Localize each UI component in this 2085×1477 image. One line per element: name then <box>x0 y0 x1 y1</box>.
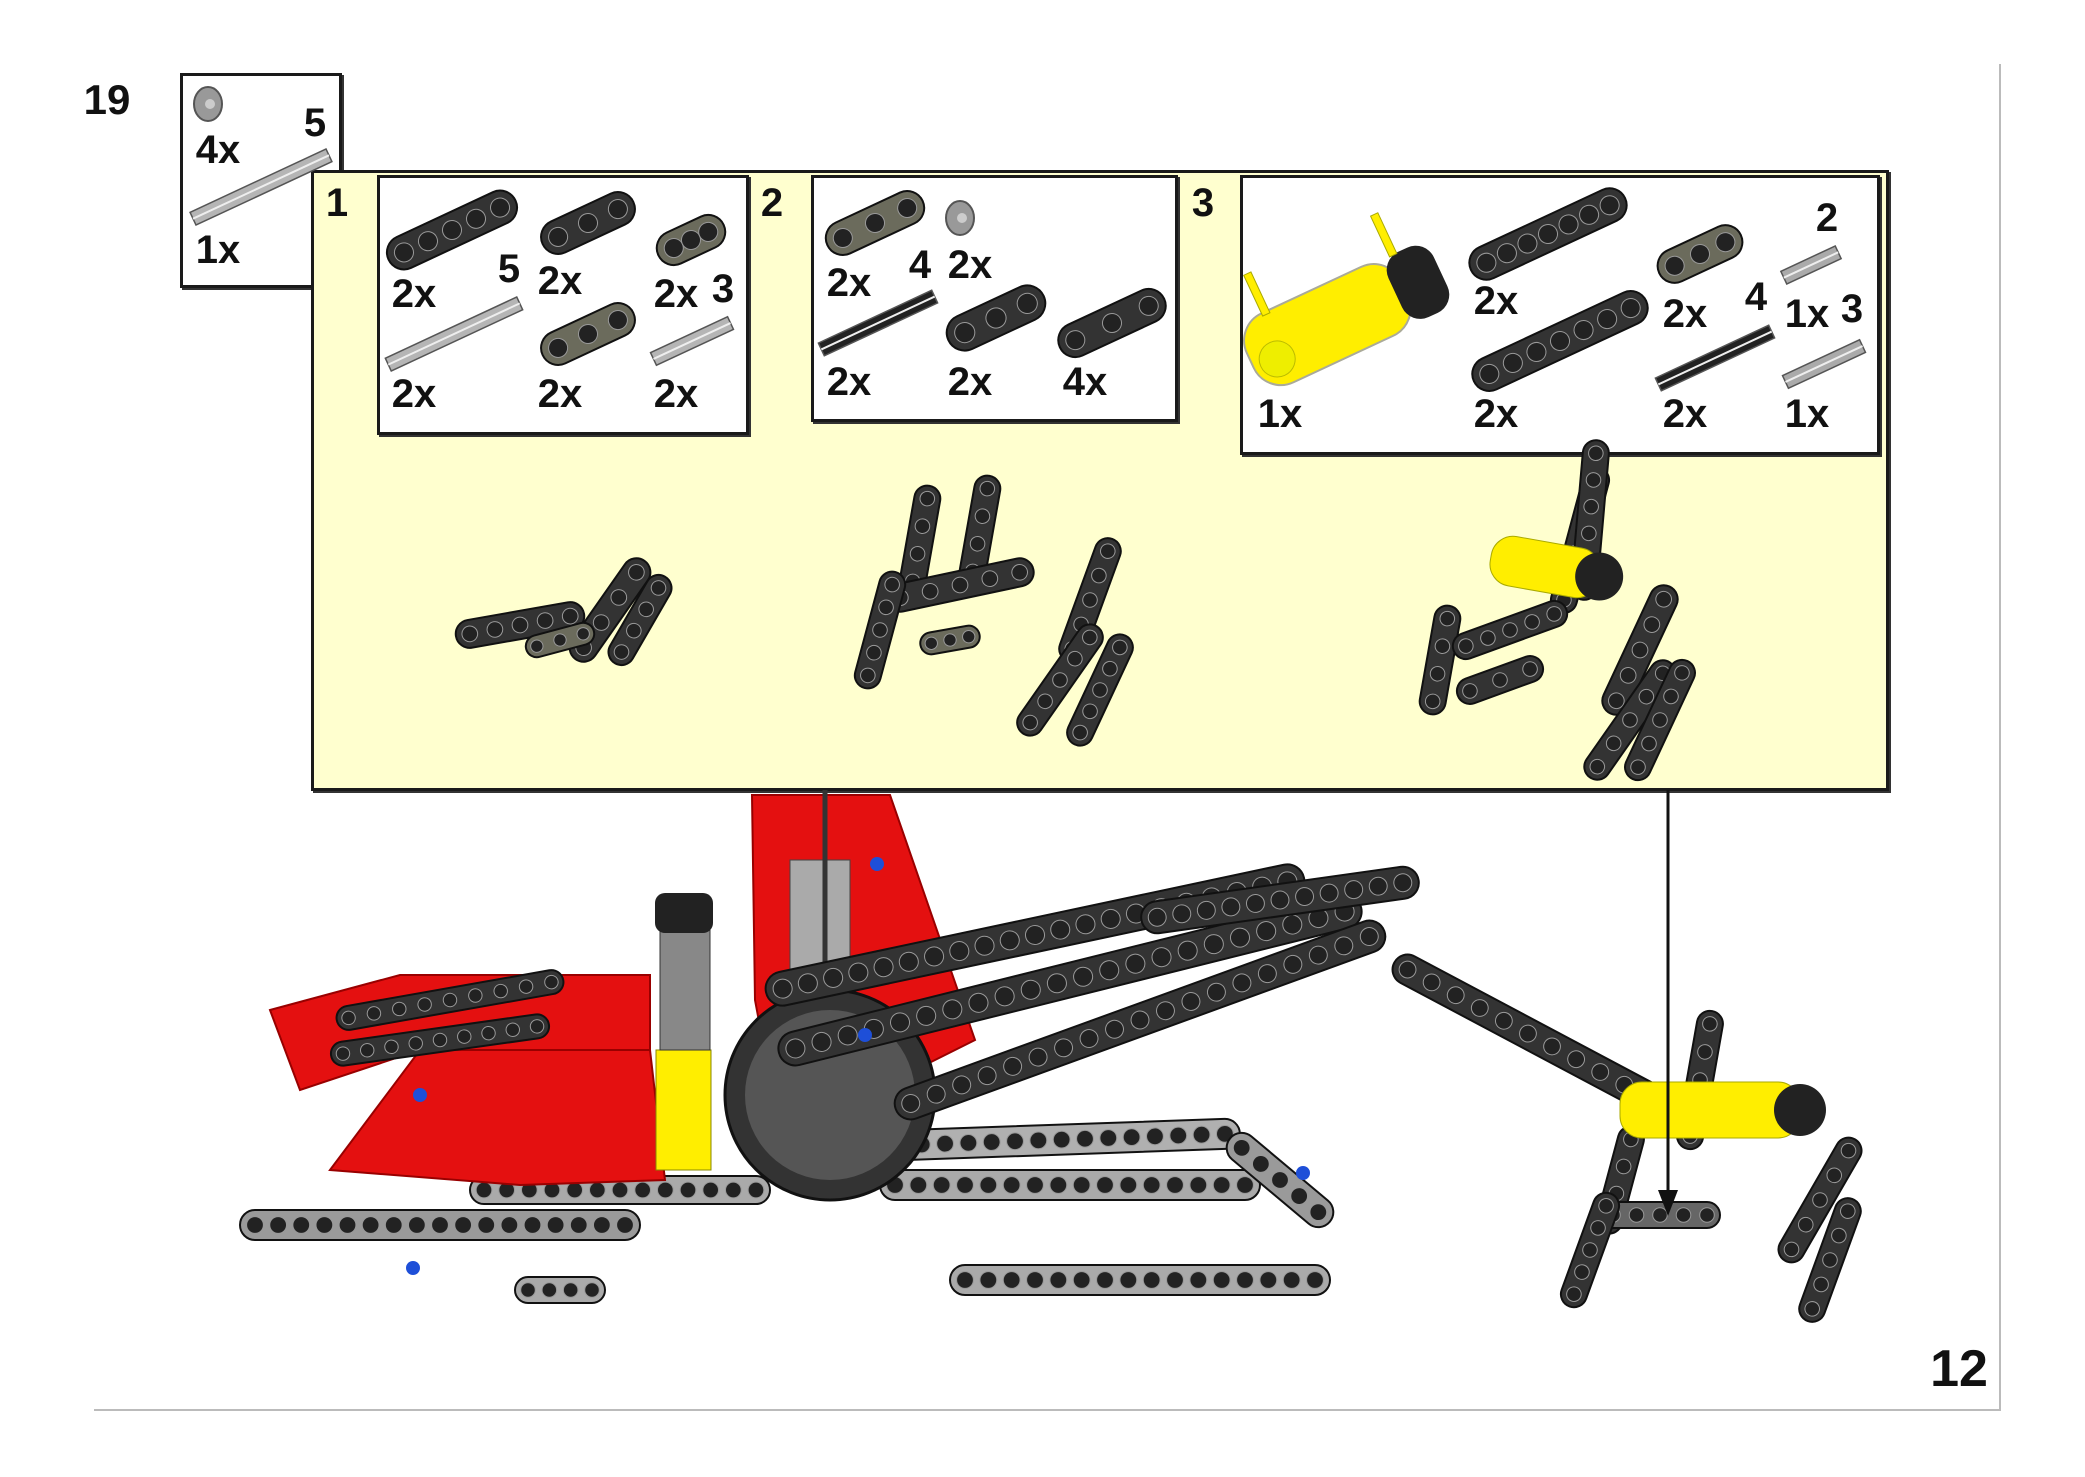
callout-arrow <box>1658 790 1678 1216</box>
qty-label: 2x <box>537 259 583 303</box>
beam <box>1225 1131 1335 1229</box>
substep-number: 2 <box>760 181 784 225</box>
beam <box>893 919 1387 1121</box>
beam <box>958 474 1002 586</box>
beam <box>919 624 981 656</box>
page-border-right <box>1999 64 2001 1411</box>
length-label: 3 <box>1840 287 1864 331</box>
beam <box>879 1169 1261 1201</box>
beam <box>949 1264 1331 1296</box>
beam <box>853 570 907 690</box>
axle-part <box>649 315 735 367</box>
blue-pin <box>406 1261 420 1275</box>
substep-number: 3 <box>1191 181 1215 225</box>
qty-label: 2x <box>826 261 872 305</box>
beam-part <box>655 213 727 267</box>
length-label: 4 <box>1744 275 1768 319</box>
page-border-bottom <box>94 1409 2001 1411</box>
beam <box>1016 623 1104 737</box>
beam <box>514 1276 606 1304</box>
qty-label: 1x <box>1784 292 1830 336</box>
beam <box>329 1013 551 1067</box>
pneumatic-cylinder-part <box>1243 212 1450 387</box>
beam-part <box>1468 187 1628 281</box>
beam <box>1066 633 1134 747</box>
qty-label: 1x <box>1784 392 1830 436</box>
beam <box>1559 1191 1621 1309</box>
axle-part <box>817 289 939 357</box>
beam <box>524 621 596 659</box>
qty-label: 2x <box>947 360 993 404</box>
axle-part <box>1779 244 1843 286</box>
substep-1-parts-box <box>377 175 749 435</box>
blue-pin <box>413 1088 427 1102</box>
beam-part <box>1471 290 1649 392</box>
blue-pin <box>858 1028 872 1042</box>
submodel-3-assembly <box>1418 439 1696 782</box>
qty-label: 2x <box>1473 392 1519 436</box>
length-label: 2 <box>1815 196 1839 240</box>
axle-part <box>189 147 333 227</box>
beam-part <box>385 189 519 271</box>
beam <box>1601 584 1679 716</box>
beam <box>1798 1197 1862 1323</box>
beam <box>454 601 586 649</box>
axle-part <box>1654 324 1776 392</box>
submodel-2-assembly <box>853 474 1134 747</box>
length-label: 5 <box>303 101 327 145</box>
beam <box>239 1209 641 1241</box>
beam <box>1624 658 1696 782</box>
qty-label: 4x <box>1062 360 1108 404</box>
axle-part <box>384 296 524 372</box>
beam <box>859 1117 1241 1163</box>
qty-label: 2x <box>653 372 699 416</box>
beam <box>1140 865 1420 935</box>
main-model-assembly <box>239 790 1863 1323</box>
qty-label: 2x <box>653 272 699 316</box>
bush-part <box>945 200 975 236</box>
beam <box>1583 659 1677 781</box>
length-label: 4 <box>908 243 932 287</box>
qty-label: 1x <box>1257 392 1303 436</box>
length-label: 3 <box>711 267 735 311</box>
beam-part <box>540 302 636 366</box>
qty-label: 2x <box>1473 279 1519 323</box>
step-number: 19 <box>83 76 131 123</box>
qty-label: 2x <box>537 372 583 416</box>
beam <box>607 573 673 667</box>
beam-part <box>1656 224 1744 284</box>
beam <box>1451 599 1569 661</box>
qty-label: 1x <box>195 228 241 272</box>
qty-label: 2x <box>391 272 437 316</box>
length-label: 5 <box>497 247 521 291</box>
qty-label: 4x <box>195 128 241 172</box>
qty-label: 2x <box>826 360 872 404</box>
qty-label: 2x <box>1662 392 1708 436</box>
page-number: 12 <box>1930 1340 1988 1398</box>
beam <box>335 969 565 1031</box>
qty-label: 2x <box>391 372 437 416</box>
substep-number: 1 <box>325 181 349 225</box>
axle-part <box>1781 338 1867 390</box>
beam-part <box>824 189 926 257</box>
qty-label: 2x <box>1662 292 1708 336</box>
bush-part <box>193 86 223 122</box>
qty-label: 2x <box>947 243 993 287</box>
beam <box>1777 1136 1863 1264</box>
beam-part <box>1057 287 1167 359</box>
blue-pin <box>870 857 884 871</box>
beam-part <box>540 191 636 255</box>
submodel-1-assembly <box>454 557 673 667</box>
beam <box>777 893 1363 1067</box>
beam <box>1418 604 1462 716</box>
beam-part <box>945 284 1047 352</box>
blue-pin <box>1296 1166 1310 1180</box>
beam <box>1455 655 1545 705</box>
